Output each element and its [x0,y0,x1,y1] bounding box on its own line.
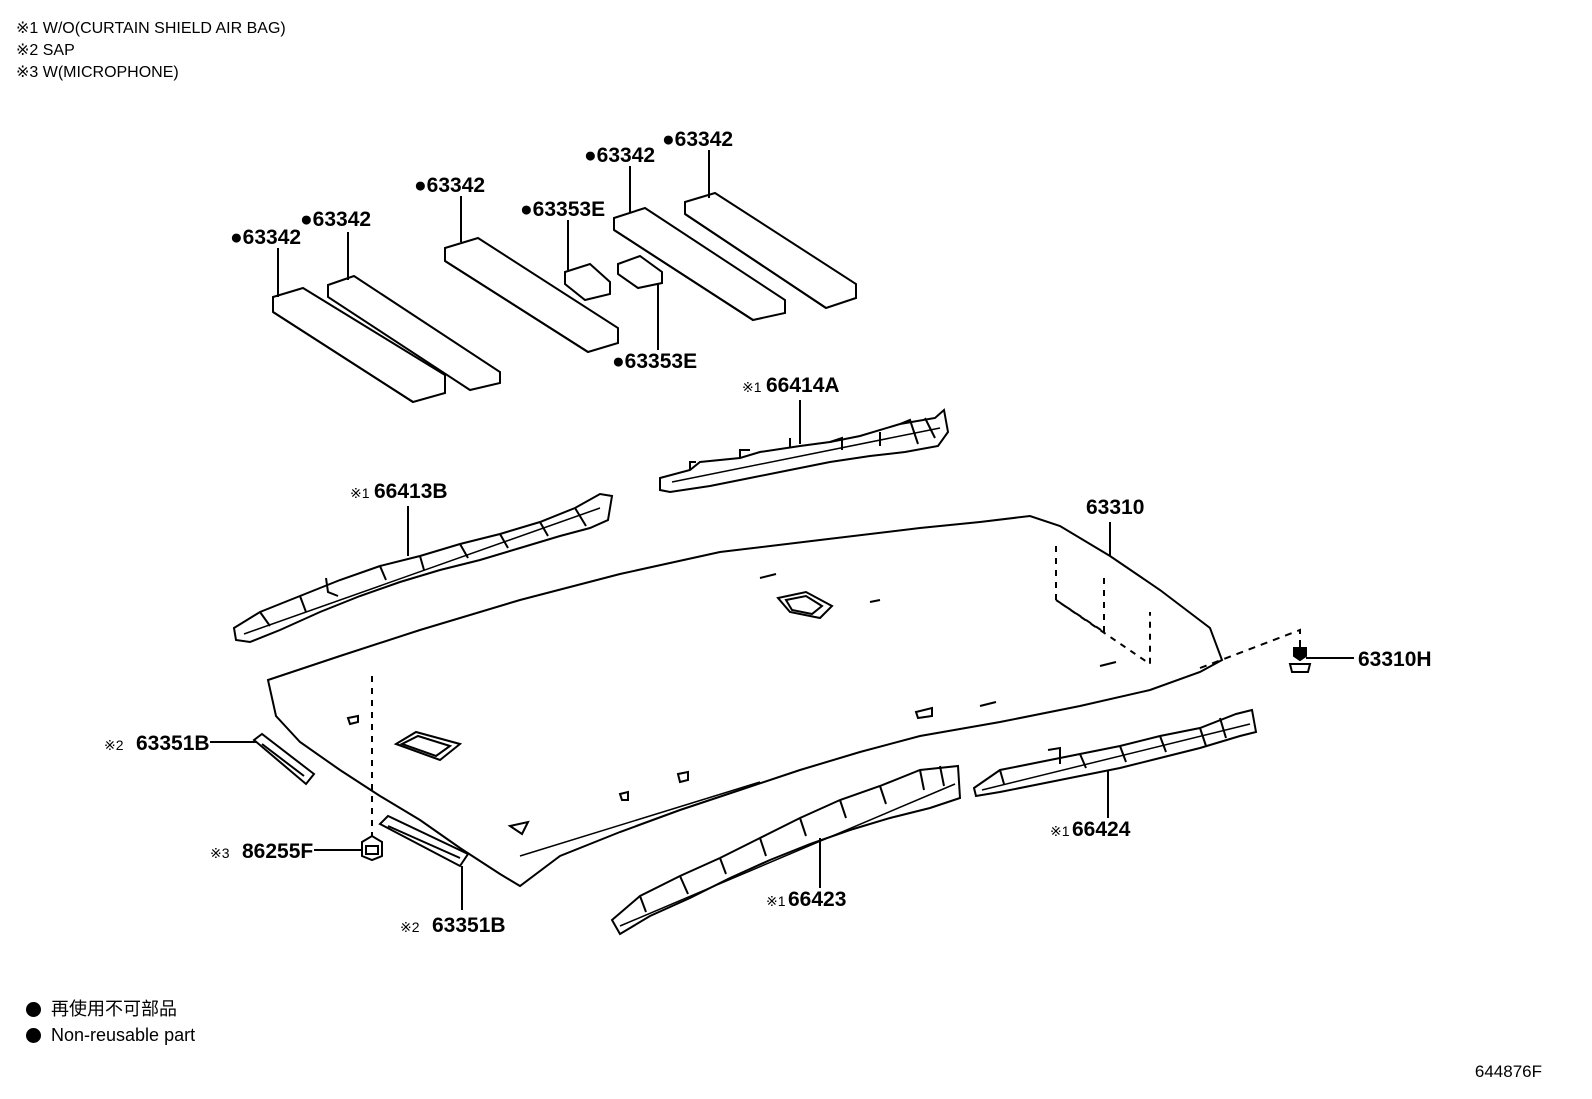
legend-row-jp: 再使用不可部品 [26,996,195,1022]
pad-63353E-1[interactable] [564,262,611,302]
note-3: ※3 W(MICROPHONE) [16,64,179,81]
label-63353E-top: ●63353E [520,198,605,221]
notes-block: ※1 W/O(CURTAIN SHIELD AIR BAG) ※2 SAP ※3… [16,18,286,84]
label-63351B-bottom-mark: ※2 [400,919,420,935]
bullet-icon [26,1027,41,1043]
label-63342-2: ●63342 [300,208,371,231]
label-63351B-left-mark: ※2 [104,737,124,753]
label-66423-mark: ※1 [766,893,786,909]
retainer-66413B[interactable] [232,492,614,644]
clip-63310H[interactable] [1288,647,1354,673]
strip-63351B-bottom[interactable] [378,814,470,910]
retainer-66423[interactable] [610,764,962,936]
label-63353E-bottom: ●63353E [612,350,697,373]
pad-63342-2[interactable] [327,274,501,392]
pad-63342-5[interactable] [684,191,857,310]
note-2: ※2 SAP [16,42,75,59]
label-66413B-mark: ※1 [350,485,370,501]
retainer-66414A[interactable] [659,400,950,494]
label-63342-4: ●63342 [584,144,655,167]
pad-leaders [277,150,710,350]
bullet-icon [26,1001,41,1017]
label-63310: 63310 [1086,496,1144,519]
legend-row-en: Non-reusable part [26,1022,195,1048]
legend: 再使用不可部品 Non-reusable part [26,996,195,1048]
pad-63342-1[interactable] [272,286,446,404]
strip-63351B-left[interactable] [210,732,316,786]
label-66423: 66423 [788,888,846,911]
label-63351B-left: 63351B [136,732,210,755]
label-86255F-mark: ※3 [210,845,230,861]
label-63342-5: ●63342 [662,128,733,151]
pad-63353E-2[interactable] [617,254,663,290]
label-66414A-mark: ※1 [742,379,762,395]
note-1: ※1 W/O(CURTAIN SHIELD AIR BAG) [16,20,286,37]
leader-63310H-dashed [1199,628,1301,669]
label-63310H: 63310H [1358,648,1432,671]
headliner-63310[interactable] [266,514,1224,888]
label-86255F: 86255F [242,840,313,863]
label-66414A: 66414A [766,374,840,397]
label-63351B-bottom: 63351B [432,914,506,937]
label-63342-1: ●63342 [230,226,301,249]
label-66413B: 66413B [374,480,448,503]
legend-text-jp: 再使用不可部品 [51,999,177,1019]
label-66424: 66424 [1072,818,1131,841]
pad-63342-3[interactable] [444,236,619,354]
pad-63342-4[interactable] [613,206,786,322]
retainer-66424[interactable] [972,708,1258,818]
label-63342-3: ●63342 [414,174,485,197]
part-labels: ●63342 ●63342 ●63342 ●63353E ●63342 ●633… [104,128,1432,937]
legend-text-en: Non-reusable part [51,1025,196,1045]
microphone-86255F[interactable] [314,676,383,862]
drawing-code: 644876F [1474,1062,1542,1081]
label-66424-mark: ※1 [1050,823,1070,839]
